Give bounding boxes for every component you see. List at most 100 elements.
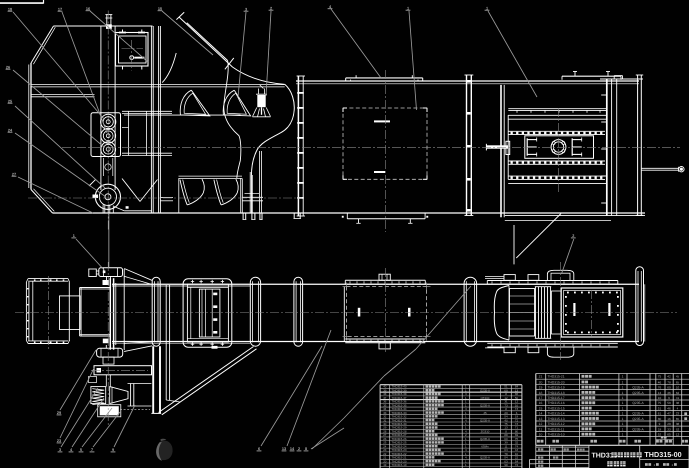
svg-text:8: 8 xyxy=(505,392,507,396)
svg-text:18: 18 xyxy=(539,391,543,395)
svg-text:11: 11 xyxy=(539,427,543,431)
svg-text:1: 1 xyxy=(465,441,467,445)
svg-text:65: 65 xyxy=(667,433,671,437)
svg-text:THD315-00: THD315-00 xyxy=(644,450,681,459)
svg-text:69: 69 xyxy=(504,388,508,392)
svg-text:1: 1 xyxy=(622,380,624,384)
svg-text:1: 1 xyxy=(465,411,467,415)
svg-text:38: 38 xyxy=(676,401,680,405)
svg-text:23: 23 xyxy=(676,412,680,416)
svg-text:54: 54 xyxy=(504,415,508,419)
svg-text:76: 76 xyxy=(658,386,662,390)
svg-text:16: 16 xyxy=(667,417,671,421)
svg-text:17: 17 xyxy=(539,396,543,400)
svg-text:59: 59 xyxy=(667,401,671,405)
svg-text:THD315-15: THD315-15 xyxy=(548,407,565,411)
svg-text:6: 6 xyxy=(516,411,518,415)
svg-text:21: 21 xyxy=(539,375,543,379)
svg-text:1: 1 xyxy=(465,459,467,463)
svg-text:29: 29 xyxy=(504,411,508,415)
svg-text:1: 1 xyxy=(465,385,467,389)
svg-text:4: 4 xyxy=(329,5,332,9)
svg-text:1: 1 xyxy=(465,444,467,448)
svg-text:THD315-11: THD315-11 xyxy=(548,427,565,431)
svg-text:24: 24 xyxy=(383,444,387,448)
svg-text:54: 54 xyxy=(515,459,519,463)
svg-text:60: 60 xyxy=(667,386,671,390)
svg-text:20: 20 xyxy=(539,380,543,384)
svg-text:3: 3 xyxy=(245,7,247,11)
svg-text:61: 61 xyxy=(658,412,662,416)
svg-text:47: 47 xyxy=(667,412,671,416)
svg-text:74: 74 xyxy=(515,444,519,448)
svg-text:1: 1 xyxy=(622,433,624,437)
svg-text:Q235-A: Q235-A xyxy=(632,386,644,390)
svg-text:1: 1 xyxy=(407,6,409,10)
svg-text:60: 60 xyxy=(504,437,508,441)
svg-text:25: 25 xyxy=(383,441,387,445)
svg-text:7: 7 xyxy=(91,448,93,452)
svg-text:THD315-38: THD315-38 xyxy=(392,392,407,396)
svg-text:ZG310: ZG310 xyxy=(481,429,490,433)
svg-text:1: 1 xyxy=(73,234,75,238)
svg-text:33: 33 xyxy=(667,427,671,431)
svg-text:1: 1 xyxy=(622,412,624,416)
svg-text:1: 1 xyxy=(672,463,674,467)
svg-text:1: 1 xyxy=(465,396,467,400)
svg-text:1: 1 xyxy=(622,396,624,400)
svg-text:5: 5 xyxy=(80,448,82,452)
svg-text:1: 1 xyxy=(622,427,624,431)
svg-text:84: 84 xyxy=(515,385,519,389)
svg-text:Q235-A: Q235-A xyxy=(480,403,490,407)
svg-text:62: 62 xyxy=(676,391,680,395)
svg-text:24: 24 xyxy=(8,128,13,132)
svg-text:20: 20 xyxy=(383,459,387,463)
svg-text:64: 64 xyxy=(504,448,508,452)
svg-text:52: 52 xyxy=(676,427,680,431)
svg-text:17: 17 xyxy=(58,7,62,11)
svg-text:2: 2 xyxy=(298,447,300,451)
svg-text:THD315-20: THD315-20 xyxy=(548,380,565,384)
svg-text:THD315: THD315 xyxy=(591,452,617,459)
svg-text:22: 22 xyxy=(515,456,519,460)
svg-text:18: 18 xyxy=(8,7,12,11)
svg-text:45: 45 xyxy=(676,375,680,379)
svg-text:1: 1 xyxy=(465,400,467,404)
svg-text:38: 38 xyxy=(676,422,680,426)
svg-text:98: 98 xyxy=(504,463,508,467)
svg-text:Q235-A: Q235-A xyxy=(632,427,644,431)
svg-text:80: 80 xyxy=(515,429,519,433)
svg-text:8: 8 xyxy=(505,429,507,433)
svg-text:6: 6 xyxy=(258,447,260,451)
svg-text:4: 4 xyxy=(465,429,467,433)
svg-text:36: 36 xyxy=(383,400,387,404)
svg-text:13: 13 xyxy=(504,426,508,430)
svg-text:Q235-A: Q235-A xyxy=(480,437,490,441)
svg-text:4: 4 xyxy=(70,448,73,452)
svg-text:1: 1 xyxy=(622,375,624,379)
svg-text:51: 51 xyxy=(504,385,508,389)
svg-text:10: 10 xyxy=(515,452,519,456)
svg-text:36: 36 xyxy=(667,391,671,395)
svg-text:10: 10 xyxy=(658,396,662,400)
svg-text:8: 8 xyxy=(505,407,507,411)
svg-text:78: 78 xyxy=(667,380,671,384)
svg-text:73: 73 xyxy=(504,403,508,407)
svg-text:THD315-30: THD315-30 xyxy=(392,422,407,426)
svg-text:27: 27 xyxy=(12,172,16,176)
svg-text:4: 4 xyxy=(465,456,467,460)
svg-text:30: 30 xyxy=(383,422,387,426)
svg-text:THD315-22: THD315-22 xyxy=(392,452,407,456)
svg-text:1: 1 xyxy=(622,401,624,405)
svg-text:THD315-17: THD315-17 xyxy=(548,396,565,400)
svg-text:THD315-27: THD315-27 xyxy=(392,433,407,437)
svg-text:75: 75 xyxy=(658,375,662,379)
svg-text:THD315-25: THD315-25 xyxy=(392,441,407,445)
svg-text:THD315-23: THD315-23 xyxy=(392,448,407,452)
svg-text:THD315-19: THD315-19 xyxy=(392,463,407,467)
svg-text:13: 13 xyxy=(282,447,286,451)
svg-text:75: 75 xyxy=(515,437,519,441)
svg-text:13: 13 xyxy=(658,391,662,395)
svg-text:THD315-31: THD315-31 xyxy=(392,418,407,422)
svg-text:15: 15 xyxy=(539,407,543,411)
